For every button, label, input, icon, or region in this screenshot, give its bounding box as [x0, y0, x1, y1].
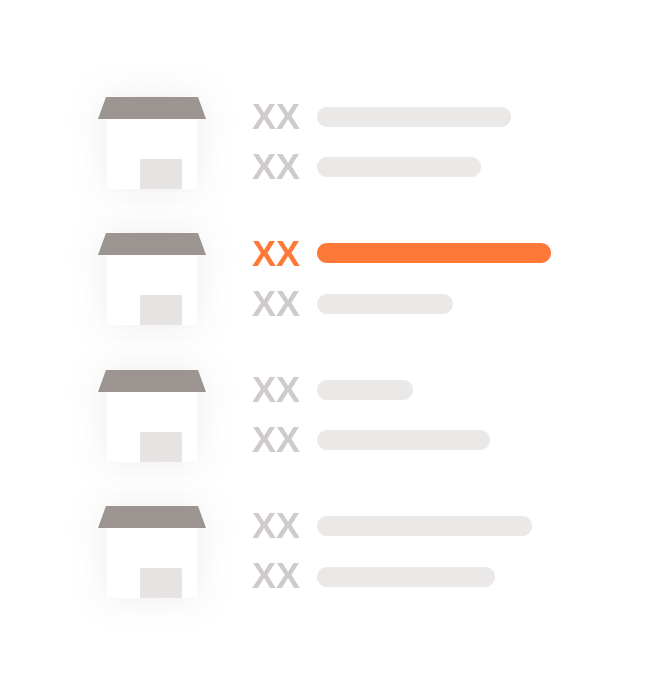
- store-icon: [98, 506, 206, 530]
- row-bar: [317, 294, 453, 314]
- row-bar-active: [317, 243, 551, 263]
- store-card-3: [98, 370, 206, 462]
- store-icon: [98, 233, 206, 257]
- store-card-body: [107, 119, 197, 189]
- store-card-body: [107, 392, 197, 462]
- row-bar: [317, 380, 413, 400]
- row-bar: [317, 430, 490, 450]
- store-card-1: [98, 97, 206, 189]
- store-icon: [98, 97, 206, 121]
- store-door: [140, 159, 182, 189]
- store-card-body: [107, 255, 197, 325]
- store-door: [140, 568, 182, 598]
- store-card-body: [107, 528, 197, 598]
- store-card-4: [98, 506, 206, 598]
- row-label: XX: [252, 505, 301, 546]
- store-icon: [98, 370, 206, 394]
- row-label: XX: [252, 369, 301, 410]
- row-bar: [317, 157, 481, 177]
- row-bar: [317, 567, 495, 587]
- row-label: XX: [252, 555, 301, 596]
- store-card-2: [98, 233, 206, 325]
- row-label: XX: [252, 96, 301, 137]
- row-label: XX: [252, 419, 301, 460]
- row-label-active: XX: [252, 233, 301, 274]
- row-bar: [317, 516, 532, 536]
- row-label: XX: [252, 283, 301, 324]
- store-door: [140, 295, 182, 325]
- row-label: XX: [252, 146, 301, 187]
- row-bar: [317, 107, 511, 127]
- store-door: [140, 432, 182, 462]
